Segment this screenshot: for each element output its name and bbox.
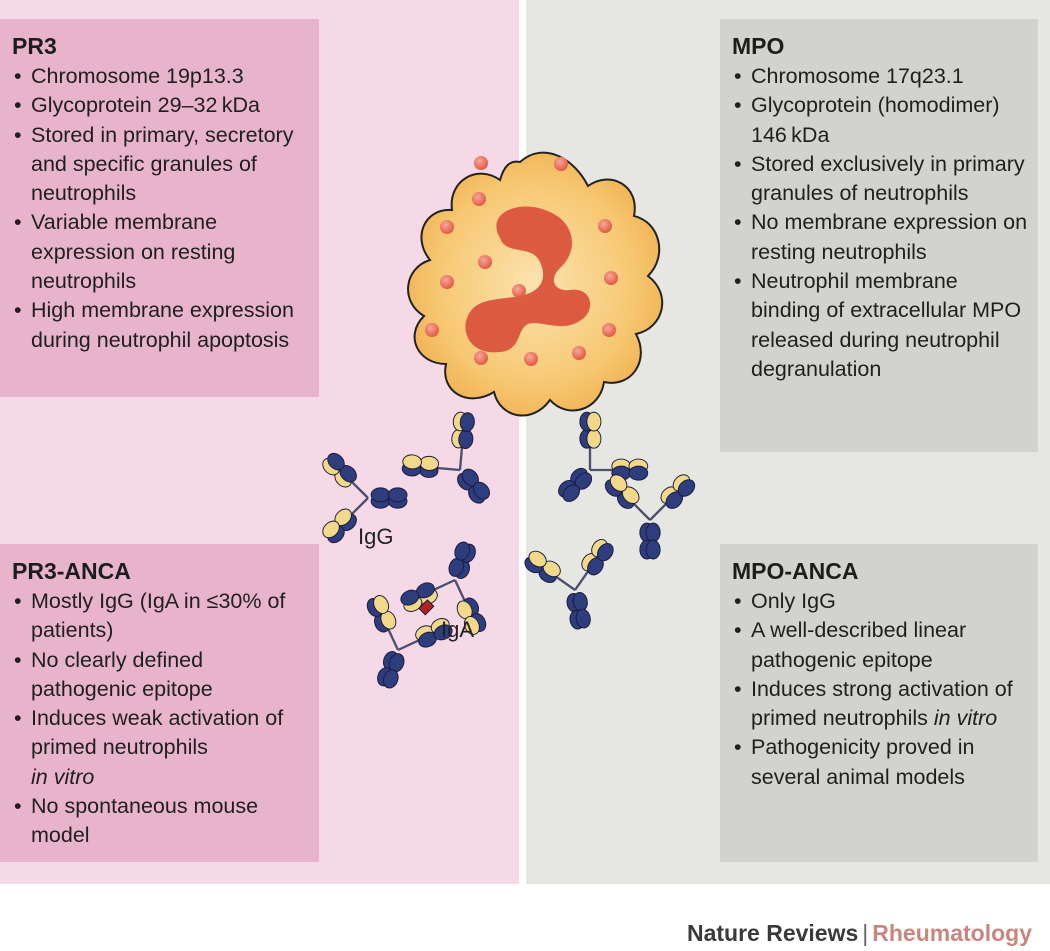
list-item: Induces strong activation of primed neut… [732, 675, 1028, 734]
iga-label: IgA [441, 617, 475, 642]
footer-separator: | [862, 920, 869, 946]
list-item: No membrane expression on resting neutro… [732, 208, 1028, 267]
journal-subject: Rheumatology [872, 920, 1032, 946]
list-item: Stored exclusively in primary granules o… [732, 150, 1028, 209]
list-item: Chromosome 17q23.1 [732, 62, 1028, 92]
mpo-title: MPO [732, 33, 785, 59]
mpo-list: Chromosome 17q23.1 Glycoprotein (homodim… [732, 62, 1028, 384]
pr3-anca-list: Mostly IgG (IgA in ≤30% of patients) No … [12, 587, 309, 851]
list-item: Only IgG [732, 587, 1028, 617]
list-item-text: Induces weak activation of primed neutro… [31, 706, 284, 760]
list-item: Glycoprotein 29–32 kDa [12, 91, 309, 121]
list-item: No clearly defined pathogenic epitope [12, 646, 309, 705]
mpo-info-box: MPO Chromosome 17q23.1 Glycoprotein (hom… [720, 19, 1038, 452]
list-item-text: Induces strong activation of primed neut… [751, 676, 1013, 731]
pr3-list: Chromosome 19p13.3 Glycoprotein 29–32 kD… [12, 62, 309, 355]
mpo-anca-title: MPO-ANCA [732, 558, 859, 584]
list-item: High membrane expression during neutroph… [12, 296, 309, 355]
pr3-anca-info-box: PR3-ANCA Mostly IgG (IgA in ≤30% of pati… [0, 544, 319, 862]
list-item: Induces weak activation of primed neutro… [12, 704, 309, 792]
igg-label: IgG [358, 524, 394, 549]
pr3-title: PR3 [12, 33, 57, 59]
list-item: Mostly IgG (IgA in ≤30% of patients) [12, 587, 309, 646]
journal-name: Nature Reviews [686, 920, 859, 946]
pr3-info-box: PR3 Chromosome 19p13.3 Glycoprotein 29–3… [0, 19, 319, 397]
list-item: A well-described linear pathogenic epito… [732, 616, 1028, 675]
antibody-iga-icon [338, 525, 515, 705]
list-item: Pathogenicity proved in several animal m… [732, 733, 1028, 792]
list-item: No spontaneous mouse model [12, 792, 309, 851]
in-vitro-text: in vitro [933, 706, 998, 731]
journal-footer: Nature Reviews|Rheumatology [687, 920, 1032, 947]
list-item: Variable membrane expression on resting … [12, 208, 309, 296]
list-item: Glycoprotein (homodimer) 146 kDa [732, 91, 1028, 150]
in-vitro-text: in vitro [31, 764, 95, 789]
illustration [318, 151, 700, 705]
mpo-anca-info-box: MPO-ANCA Only IgG A well-described linea… [720, 544, 1038, 862]
pr3-anca-title: PR3-ANCA [12, 558, 131, 584]
list-item: Neutrophil membrane binding of extracell… [732, 267, 1028, 384]
mpo-anca-list: Only IgG A well-described linear pathoge… [732, 587, 1028, 792]
list-item: Chromosome 19p13.3 [12, 62, 309, 92]
list-item: Stored in primary, secretory and specifi… [12, 121, 309, 209]
neutrophil-icon [407, 151, 664, 417]
